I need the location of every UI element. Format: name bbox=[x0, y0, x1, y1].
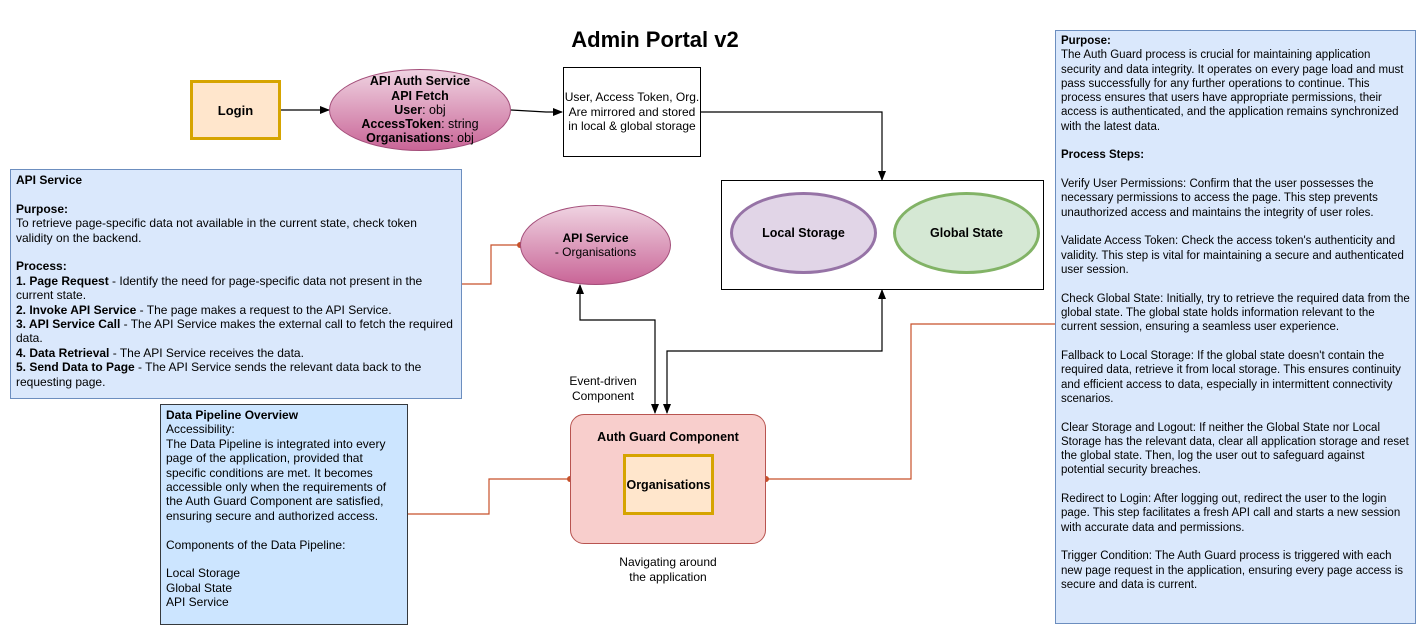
global-state-node[interactable]: Global State bbox=[893, 192, 1040, 274]
event-driven-label: Event-driven Component bbox=[569, 374, 637, 403]
api-note-step: 2. Invoke API Service - The page makes a… bbox=[16, 302, 392, 317]
auth-guard-title: Auth Guard Component bbox=[597, 430, 739, 444]
api-note-step: 1. Page Request - Identify the need for … bbox=[16, 273, 423, 303]
api-auth-service-node[interactable]: API Auth Service API Fetch User: obj Acc… bbox=[329, 69, 511, 151]
guard-note-paragraph: Verify User Permissions: Confirm that th… bbox=[1061, 178, 1378, 219]
arrow-storage-note-to-storage-group bbox=[701, 111, 886, 181]
arrow-auth-guard-to-storage-group bbox=[663, 289, 886, 414]
connector-pipeline-to-auth-guard bbox=[408, 478, 570, 515]
arrow-auth-guard-to-api-service bbox=[576, 284, 659, 414]
api-note-heading: API Service bbox=[16, 173, 83, 187]
storage-note-line-2: Are mirrored and stored bbox=[568, 104, 696, 119]
api-note-process-heading: Process: bbox=[16, 259, 67, 274]
local-storage-label: Local Storage bbox=[762, 226, 845, 240]
global-state-label: Global State bbox=[930, 226, 1003, 240]
api-service-node-subtitle: - Organisations bbox=[554, 245, 637, 259]
guard-note-paragraph: Trigger Condition: The Auth Guard proces… bbox=[1061, 550, 1404, 592]
guard-note-steps-heading: Process Steps: bbox=[1061, 149, 1145, 162]
api-note-step: 4. Data Retrieval - The API Service rece… bbox=[16, 345, 304, 360]
api-note-purpose-heading: Purpose: bbox=[16, 201, 69, 216]
api-note-step: 5. Send Data to Page - The API Service s… bbox=[16, 360, 422, 389]
pipeline-component-item: Global State bbox=[166, 580, 233, 595]
auth-guard-node[interactable]: Auth Guard Component Organisations bbox=[570, 414, 766, 544]
arrow-auth-service-to-storage-note bbox=[510, 108, 563, 116]
connector-auth-guard-to-guard-note bbox=[766, 323, 1055, 480]
auth-guard-inner-node[interactable]: Organisations bbox=[623, 454, 714, 515]
navigating-label: Navigating around the application bbox=[619, 555, 717, 584]
storage-note-box: User, Access Token, Org. Are mirrored an… bbox=[563, 67, 701, 157]
api-service-note: API Service Purpose: To retrieve page-sp… bbox=[10, 169, 462, 399]
pipeline-note-accessibility-heading: Accessibility: bbox=[166, 422, 235, 437]
pipeline-component-item: API Service bbox=[166, 595, 229, 610]
api-note-step: 3. API Service Call - The API Service ma… bbox=[16, 317, 453, 346]
login-node[interactable]: Login bbox=[190, 80, 281, 140]
auth-service-title: API Auth Service bbox=[369, 74, 471, 89]
api-note-purpose-text: To retrieve page-specific data not avail… bbox=[16, 216, 417, 245]
auth-guard-note: Purpose: The Auth Guard process is cruci… bbox=[1055, 30, 1416, 624]
api-service-node[interactable]: API Service - Organisations bbox=[520, 205, 671, 285]
guard-note-paragraph: Validate Access Token: Check the access … bbox=[1061, 235, 1404, 277]
pipeline-note-accessibility-text: The Data Pipeline is integrated into eve… bbox=[166, 436, 387, 523]
pipeline-note-components-heading: Components of the Data Pipeline: bbox=[166, 537, 346, 552]
guard-note-paragraph: Clear Storage and Logout: If neither the… bbox=[1061, 421, 1409, 477]
pipeline-component-item: Local Storage bbox=[166, 566, 241, 581]
auth-guard-inner-label: Organisations bbox=[626, 477, 711, 492]
auth-service-token: AccessToken: string bbox=[361, 117, 479, 132]
storage-note-line-1: User, Access Token, Org. bbox=[564, 90, 700, 105]
auth-service-orgs: Organisations: obj bbox=[366, 131, 474, 146]
connector-api-note-to-api-service bbox=[462, 244, 520, 285]
auth-service-fetch: API Fetch bbox=[391, 88, 449, 103]
local-storage-node[interactable]: Local Storage bbox=[730, 192, 877, 274]
guard-note-purpose-heading: Purpose: bbox=[1061, 35, 1111, 47]
guard-note-paragraph: Check Global State: Initially, try to re… bbox=[1061, 292, 1410, 334]
guard-note-purpose-text: The Auth Guard process is crucial for ma… bbox=[1061, 49, 1404, 133]
data-pipeline-note: Data Pipeline Overview Accessibility: Th… bbox=[160, 404, 408, 625]
guard-note-paragraph: Fallback to Local Storage: If the global… bbox=[1061, 350, 1401, 405]
login-label: Login bbox=[217, 102, 254, 118]
pipeline-note-heading: Data Pipeline Overview bbox=[166, 408, 299, 422]
diagram-title: Admin Portal v2 bbox=[571, 27, 739, 52]
storage-note-line-3: in local & global storage bbox=[568, 119, 696, 134]
auth-service-user: User: obj bbox=[394, 102, 446, 117]
guard-note-paragraph: Redirect to Login: After logging out, re… bbox=[1061, 493, 1401, 534]
api-service-node-title: API Service bbox=[562, 230, 629, 245]
